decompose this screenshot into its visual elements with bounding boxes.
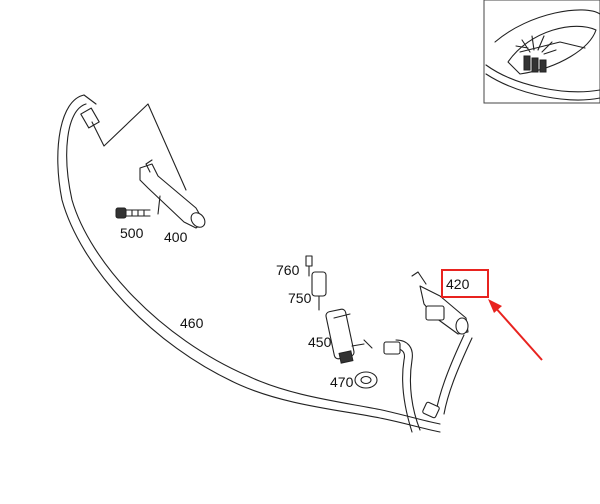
hose-460 — [57, 94, 441, 433]
label-750: 750 — [288, 290, 312, 306]
inset-nozzle-icon — [523, 55, 547, 73]
label-420: 420 — [446, 276, 470, 292]
label-460: 460 — [180, 315, 204, 331]
label-470: 470 — [330, 374, 354, 390]
spray-lines-icon — [515, 35, 557, 55]
hose-branch — [383, 334, 473, 433]
part-400-nozzle — [139, 159, 206, 229]
part-470-grommet — [354, 371, 378, 389]
part-760-fitting — [305, 255, 313, 277]
red-arrow-icon — [488, 299, 543, 361]
part-750-connector — [311, 271, 327, 311]
part-450-pump — [325, 308, 373, 364]
part-500-screw — [115, 207, 151, 219]
inset-detail — [483, 0, 600, 104]
label-450: 450 — [308, 334, 332, 350]
leader-400 — [91, 103, 187, 191]
part-420-nozzle — [411, 271, 469, 335]
label-760: 760 — [276, 262, 300, 278]
label-400: 400 — [164, 229, 188, 245]
label-500: 500 — [120, 225, 144, 241]
highlight-box-420 — [441, 269, 489, 298]
